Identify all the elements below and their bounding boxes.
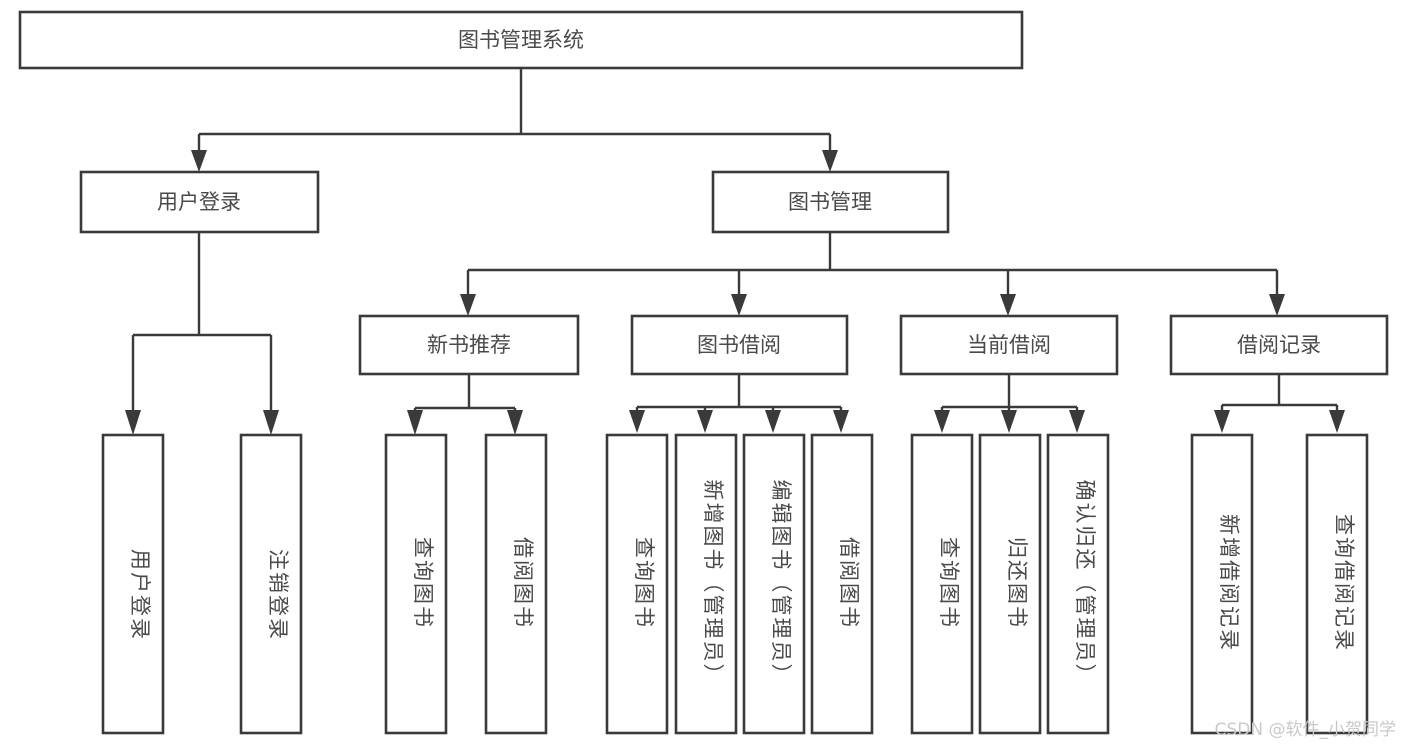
node-book-management[interactable]: 图书管理 [711,170,950,234]
leaf-confirm-return-admin-label: 确认归还（管理员） [1073,480,1097,687]
leaf-add-book-admin[interactable]: 新增图书（管理员） [674,433,738,735]
leaf-edit-book-admin[interactable]: 编辑图书（管理员） [742,433,806,735]
arrow-head-leaf-query-borrow-record [1329,410,1345,433]
node-borrow-record[interactable]: 借阅记录 [1169,314,1389,376]
leaf-confirm-return-admin[interactable]: 确认归还（管理员） [1046,433,1110,735]
leaf-user-login[interactable]: 用户登录 [101,433,165,735]
leaf-query-book-borrow-label: 查询图书 [632,537,656,629]
node-book-borrow-box [630,314,849,376]
node-book-management-label: 图书管理 [788,190,872,214]
arrow-head-leaf-edit-book-admin [765,410,781,433]
root-node-label: 图书管理系统 [458,28,584,52]
leaf-edit-book-admin-label: 编辑图书（管理员） [769,480,793,687]
root-node-box [18,10,1024,70]
leaf-query-book-current[interactable]: 查询图书 [910,433,974,735]
arrow-head-leaf-query-book-current [934,410,950,433]
node-new-book-recommend-label: 新书推荐 [427,333,511,357]
arrow-head-borrow-record [1269,294,1285,316]
leaf-query-book-borrow-box [605,433,669,735]
leaf-user-login-label: 用户登录 [128,549,152,641]
node-borrow-record-box [1169,314,1389,376]
leaf-return-book[interactable]: 归还图书 [978,433,1042,735]
node-book-borrow[interactable]: 图书借阅 [630,314,849,376]
leaf-add-book-admin-label: 新增图书（管理员） [701,480,725,687]
arrow-head-current-borrow [1000,294,1016,316]
node-new-book-recommend[interactable]: 新书推荐 [358,314,580,376]
node-current-borrow-label: 当前借阅 [967,333,1051,357]
leaf-query-book-borrow[interactable]: 查询图书 [605,433,669,735]
leaf-add-book-admin-box [674,433,738,735]
arrow-head-book-management [822,150,838,172]
arrow-head-leaf-add-borrow-record [1214,410,1230,433]
node-book-management-box [711,170,950,234]
leaf-borrow-book-recommend-box [484,433,548,735]
node-current-borrow-box [899,314,1119,376]
node-user-login[interactable]: 用户登录 [79,170,320,234]
leaf-logout-label: 注销登录 [266,549,290,641]
node-new-book-recommend-box [358,314,580,376]
leaf-add-borrow-record-label: 新增借阅记录 [1217,514,1241,652]
arrow-head-new-book-recommend [460,294,476,316]
arrow-head-user-login [191,150,207,172]
node-current-borrow[interactable]: 当前借阅 [899,314,1119,376]
arrow-head-leaf-query-book-borrow [629,410,645,433]
arrow-head-leaf-query-book-recommend [407,410,423,435]
node-book-borrow-label: 图书借阅 [697,333,781,357]
leaf-query-book-current-label: 查询图书 [937,537,961,629]
leaf-add-borrow-record[interactable]: 新增借阅记录 [1190,433,1254,735]
leaf-confirm-return-admin-box [1046,433,1110,735]
csdn-watermark: CSDN @软件_小贺同学 [1215,720,1396,740]
leaf-borrow-book[interactable]: 借阅图书 [810,433,874,735]
leaf-return-book-label: 归还图书 [1005,537,1029,629]
leaf-query-borrow-record[interactable]: 查询借阅记录 [1305,433,1369,735]
node-borrow-record-label: 借阅记录 [1237,333,1321,357]
leaf-user-login-box [101,433,165,735]
leaf-query-book-current-box [910,433,974,735]
leaf-query-book-recommend-box [384,433,448,735]
leaf-query-borrow-record-box [1305,433,1369,735]
leaf-edit-book-admin-box [742,433,806,735]
arrow-head-leaf-borrow-book [833,410,849,433]
leaf-borrow-book-box [810,433,874,735]
leaf-borrow-book-label: 借阅图书 [837,537,861,629]
leaf-query-book-recommend[interactable]: 查询图书 [384,433,448,735]
leaf-borrow-book-recommend-label: 借阅图书 [511,537,535,629]
leaf-logout-box [239,433,303,735]
arrow-head-leaf-user-login [125,410,141,435]
arrow-head-leaf-borrow-book-recommend [507,410,523,435]
arrow-head-leaf-return-book [1001,410,1017,433]
root-node[interactable]: 图书管理系统 [18,10,1024,70]
leaf-logout[interactable]: 注销登录 [239,433,303,735]
leaf-return-book-box [978,433,1042,735]
arrow-head-leaf-confirm-return-admin [1069,410,1085,433]
leaf-borrow-book-recommend[interactable]: 借阅图书 [484,433,548,735]
leaf-query-borrow-record-label: 查询借阅记录 [1332,514,1356,652]
arrow-head-leaf-logout [263,410,279,435]
leaf-query-book-recommend-label: 查询图书 [411,537,435,629]
arrow-head-leaf-add-book-admin [697,410,713,433]
arrow-head-book-borrow [731,294,747,316]
node-user-login-label: 用户登录 [157,190,241,214]
leaf-add-borrow-record-box [1190,433,1254,735]
